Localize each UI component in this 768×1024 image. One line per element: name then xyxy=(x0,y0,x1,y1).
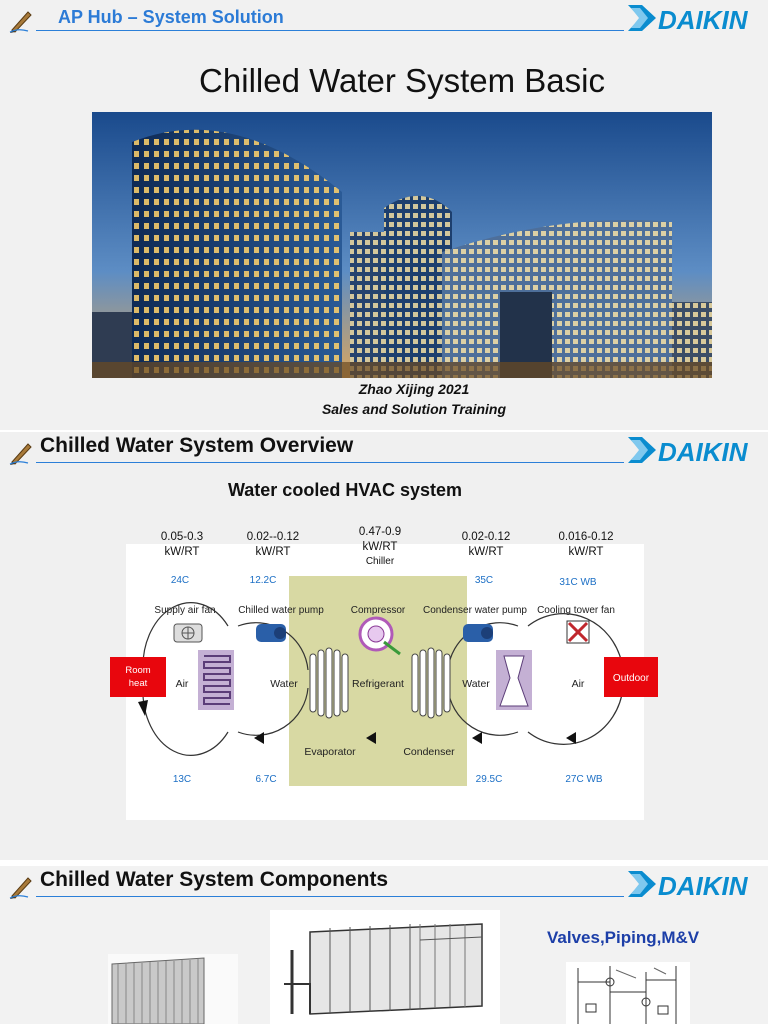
slide-header: AP Hub – System Solution DAIKIN xyxy=(0,0,768,40)
room-heat-label: Room xyxy=(125,665,150,676)
component-label: Condenser water pump xyxy=(423,605,527,616)
piping-schematic-image xyxy=(566,962,690,1024)
diagram-heading: Water cooled HVAC system xyxy=(0,480,690,501)
component-label: Cooling tower fan xyxy=(537,605,615,616)
hx-label: Condenser xyxy=(403,746,455,758)
slide-components: Chilled Water System Components DAIKIN xyxy=(0,866,768,1024)
coil-image xyxy=(108,954,238,1024)
header-title: AP Hub – System Solution xyxy=(58,7,284,28)
medium-label: Water xyxy=(462,678,490,690)
header-rule xyxy=(36,462,624,463)
daikin-logo-icon: DAIKIN xyxy=(628,868,764,900)
power-value: 0.02--0.12 xyxy=(247,531,299,543)
temp-label: 31C WB xyxy=(559,577,597,588)
medium-label: Air xyxy=(176,678,189,690)
slide-header: Chilled Water System Overview DAIKIN xyxy=(0,432,768,472)
power-unit: kW/RT xyxy=(165,546,200,558)
slide-title: Chilled Water System Basic xyxy=(0,62,768,100)
training-line: Sales and Solution Training xyxy=(0,401,768,417)
temp-label: 35C xyxy=(475,575,493,586)
hvac-diagram: 0.05-0.3 kW/RT 0.02--0.12 kW/RT 0.47-0.9… xyxy=(108,520,668,820)
author-line: Zhao Xijing 2021 xyxy=(0,381,768,397)
valves-label: Valves,Piping,M&V xyxy=(547,928,699,948)
daikin-logo-text: DAIKIN xyxy=(658,5,748,36)
power-unit: kW/RT xyxy=(469,546,504,558)
power-value: 0.47-0.9 xyxy=(359,526,401,538)
condenser-bundle xyxy=(412,648,450,718)
daikin-logo-text: DAIKIN xyxy=(658,437,748,468)
temp-label: 13C xyxy=(173,774,191,785)
tower-fan-icon xyxy=(567,621,589,643)
power-unit: kW/RT xyxy=(363,541,398,553)
cooling-tower xyxy=(496,650,532,710)
fan-icon xyxy=(174,624,202,642)
slide-overview: Chilled Water System Overview DAIKIN Wat… xyxy=(0,432,768,860)
building-photo xyxy=(92,112,712,378)
cooling-tower-image xyxy=(270,910,500,1024)
header-title: Chilled Water System Overview xyxy=(40,434,353,458)
daikin-logo-icon: DAIKIN xyxy=(628,2,764,34)
daikin-logo-text: DAIKIN xyxy=(658,871,748,902)
medium-label: Refrigerant xyxy=(352,678,404,690)
power-extra: Chiller xyxy=(366,556,395,567)
temp-label: 24C xyxy=(171,575,189,586)
room-heat-box xyxy=(110,657,166,697)
medium-label: Water xyxy=(270,678,298,690)
pump-icon xyxy=(256,624,286,642)
evaporator-bundle xyxy=(310,648,348,718)
pencil-icon xyxy=(8,874,34,900)
pump-icon xyxy=(463,624,493,642)
temp-label: 29.5C xyxy=(476,774,503,785)
power-value: 0.02-0.12 xyxy=(462,531,511,543)
header-rule xyxy=(36,896,624,897)
air-coil xyxy=(198,650,234,710)
daikin-logo-icon: DAIKIN xyxy=(628,434,764,466)
pencil-icon xyxy=(8,8,34,34)
temp-label: 6.7C xyxy=(255,774,276,785)
power-value: 0.016-0.12 xyxy=(559,531,614,543)
medium-label: Air xyxy=(572,678,585,690)
component-label: Chilled water pump xyxy=(238,605,324,616)
power-unit: kW/RT xyxy=(569,546,604,558)
hx-label: Evaporator xyxy=(304,746,356,758)
room-heat-label: heat xyxy=(129,678,148,689)
component-label: Compressor xyxy=(351,605,406,616)
temp-label: 12.2C xyxy=(250,575,277,586)
power-unit: kW/RT xyxy=(256,546,291,558)
temp-label: 27C WB xyxy=(565,774,603,785)
slide-title: AP Hub – System Solution DAIKIN Chilled … xyxy=(0,0,768,430)
outdoor-label: Outdoor xyxy=(613,673,650,684)
slide-header: Chilled Water System Components DAIKIN xyxy=(0,866,768,906)
power-value: 0.05-0.3 xyxy=(161,531,203,543)
header-title: Chilled Water System Components xyxy=(40,868,388,892)
pencil-icon xyxy=(8,440,34,466)
header-rule xyxy=(36,30,624,31)
